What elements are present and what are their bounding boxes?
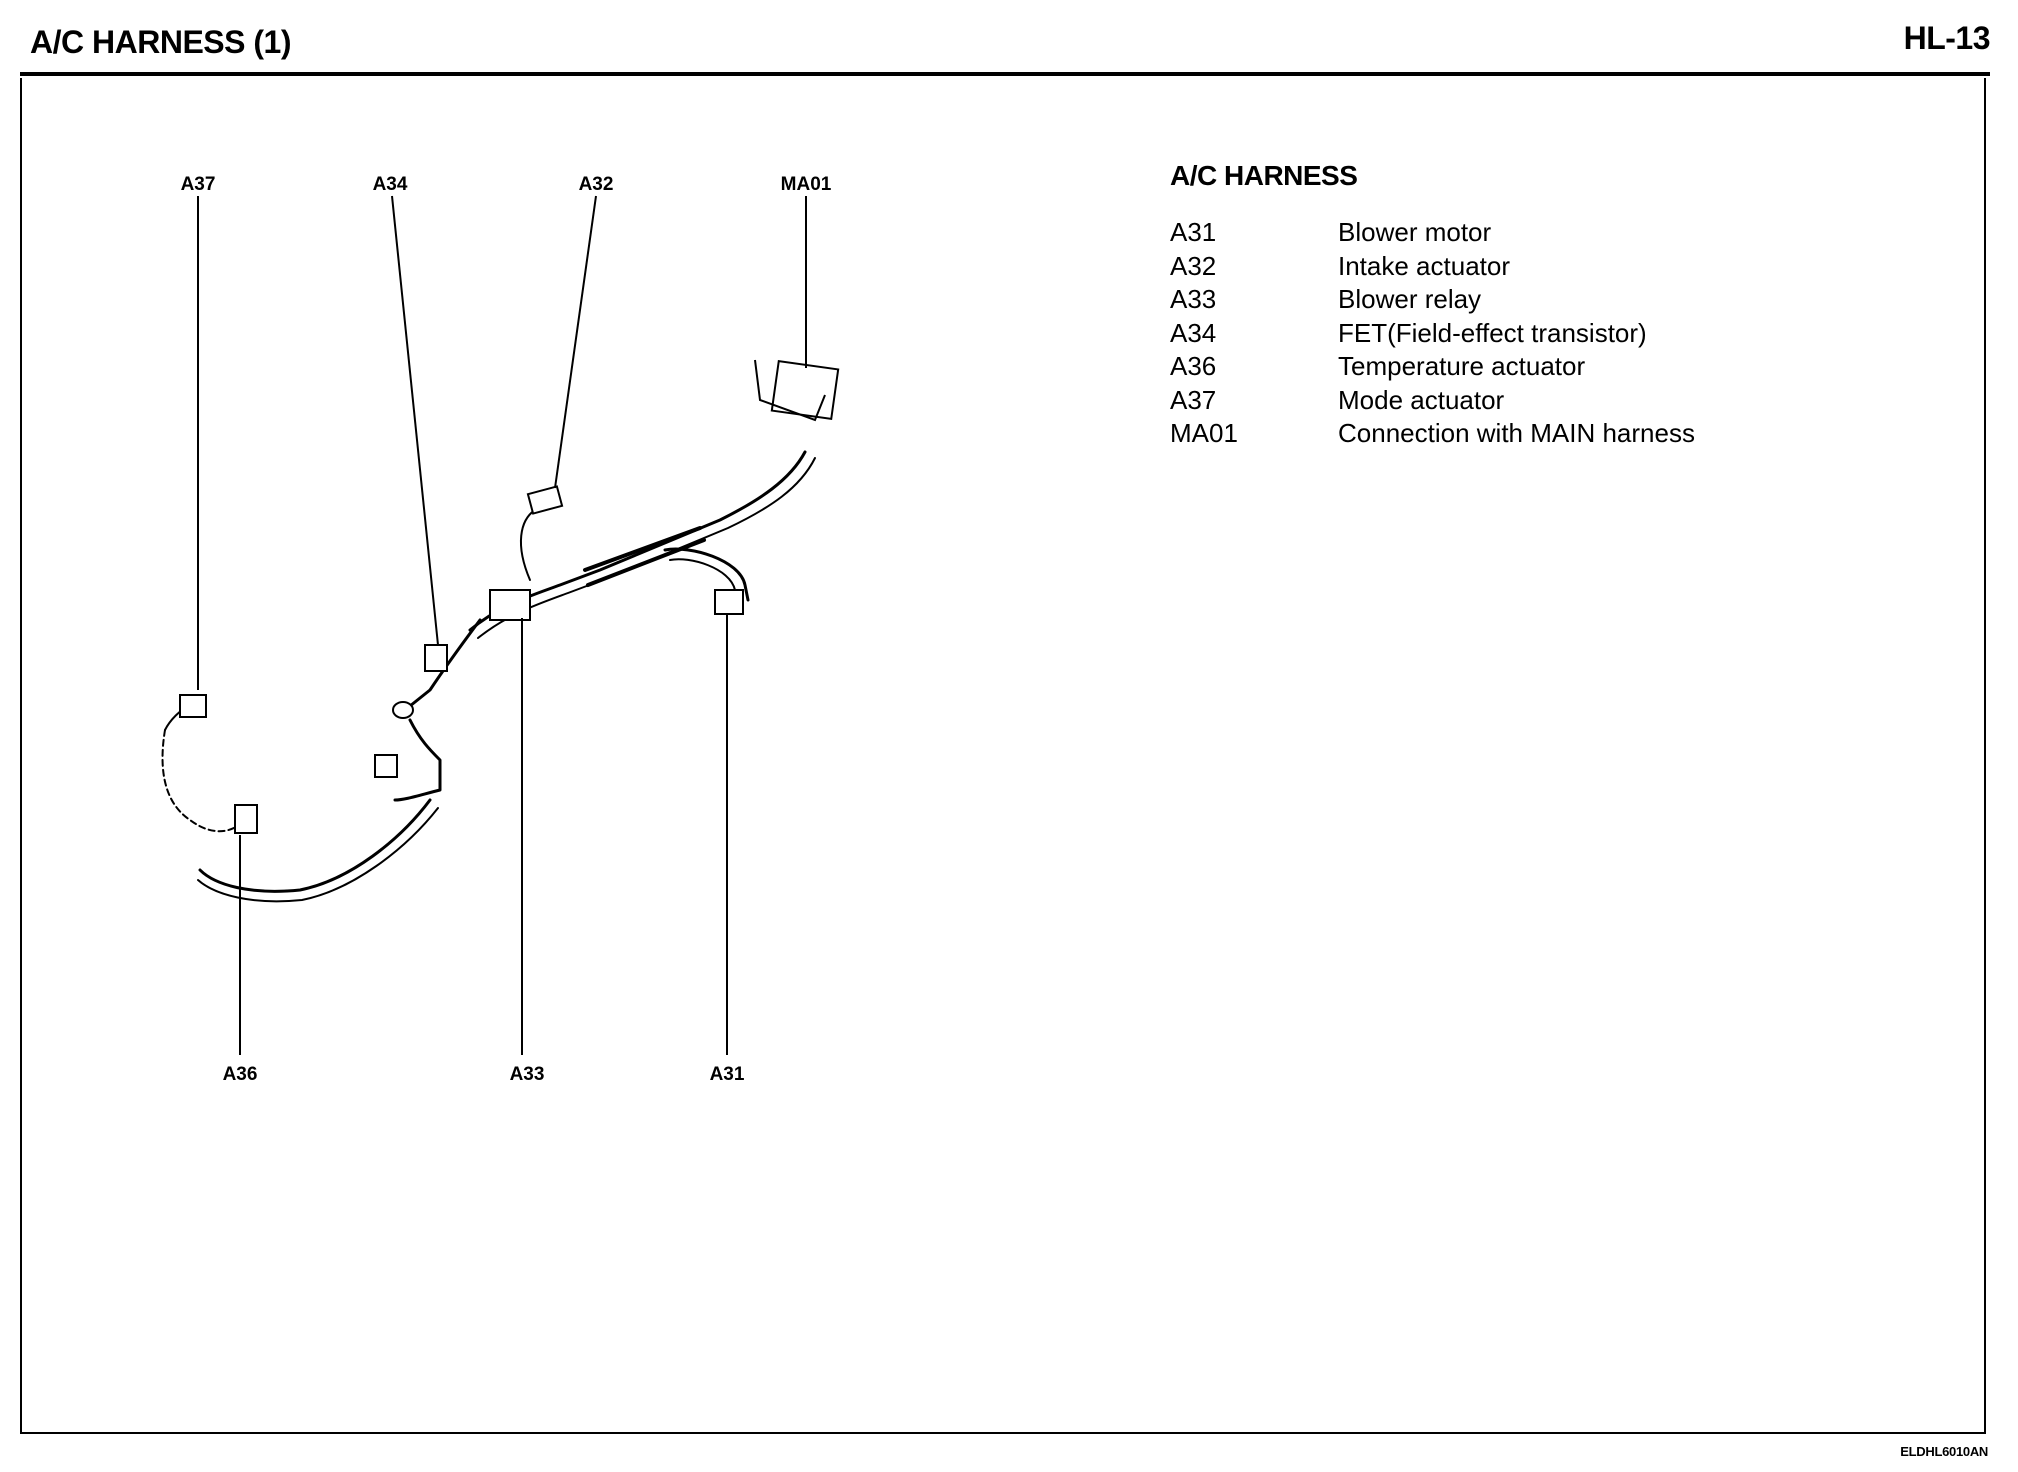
- legend-row: A37 Mode actuator: [1170, 384, 1695, 418]
- branch-a32-wire: [519, 509, 536, 581]
- grommet: [392, 701, 414, 719]
- page-header: A/C HARNESS (1) HL-13: [20, 14, 1991, 76]
- legend-code: A31: [1170, 217, 1217, 248]
- connector-a32: [526, 485, 564, 515]
- legend-description: Mode actuator: [1338, 384, 1505, 415]
- label-a31: A31: [710, 1064, 745, 1085]
- connector-a35: [374, 754, 398, 778]
- label-ma01: MA01: [781, 174, 832, 195]
- connector-a33: [489, 589, 531, 621]
- leader-a32: [554, 195, 597, 489]
- legend-description: Connection with MAIN harness: [1338, 418, 1695, 449]
- label-a32: A32: [579, 174, 614, 195]
- connector-ma01: [770, 359, 840, 421]
- legend-code: A34: [1170, 317, 1217, 348]
- leader-a34: [391, 195, 439, 646]
- lower-loop-wire-outer: [197, 807, 439, 903]
- legend-description: FET(Field-effect transistor): [1338, 317, 1647, 348]
- legend-row: A33 Blower relay: [1170, 283, 1695, 317]
- legend-row: A32 Intake actuator: [1170, 250, 1695, 284]
- page-code: HL-13: [1903, 20, 1991, 56]
- legend-description: Blower relay: [1338, 284, 1482, 315]
- legend-description: Intake actuator: [1338, 250, 1510, 281]
- connector-a37: [179, 694, 207, 718]
- branch-a34-wire: [403, 618, 482, 712]
- lower-loop-wire: [198, 798, 432, 893]
- connector-a36: [234, 804, 258, 834]
- wire-sheath: [583, 526, 706, 587]
- legend-row: MA01 Connection with MAIN harness: [1170, 417, 1695, 451]
- bracket-ma01: [754, 359, 826, 422]
- branch-a31-wire-outer: [669, 558, 736, 591]
- legend-row: A36 Temperature actuator: [1170, 350, 1695, 384]
- legend-description: Blower motor: [1338, 217, 1492, 248]
- legend-code: A37: [1170, 384, 1217, 415]
- label-a33: A33: [510, 1064, 545, 1085]
- figure-code: ELDHL6010AN: [1900, 1444, 1988, 1459]
- connector-a31: [714, 589, 744, 615]
- branch-a36-wire: [161, 729, 246, 833]
- legend-code: A36: [1170, 351, 1217, 382]
- legend-title: A/C HARNESS: [1170, 160, 1358, 191]
- connector-a34: [424, 644, 448, 672]
- label-a37: A37: [181, 174, 216, 195]
- legend-row: A31 Blower motor: [1170, 216, 1695, 250]
- branch-lower-wire: [393, 718, 442, 802]
- legend-code: MA01: [1170, 418, 1238, 449]
- legend-row: A34 FET(Field-effect transistor): [1170, 317, 1695, 351]
- component-legend: A/C HARNESS A31 Blower motor A32 Intake …: [1170, 160, 1695, 451]
- page-frame: [20, 78, 1986, 1434]
- legend-code: A32: [1170, 250, 1217, 281]
- legend-description: Temperature actuator: [1338, 351, 1586, 382]
- legend-code: A33: [1170, 284, 1217, 315]
- label-a34: A34: [373, 174, 408, 195]
- label-a36: A36: [223, 1064, 258, 1085]
- page-title: A/C HARNESS (1): [30, 24, 291, 60]
- branch-a31-wire: [663, 547, 750, 602]
